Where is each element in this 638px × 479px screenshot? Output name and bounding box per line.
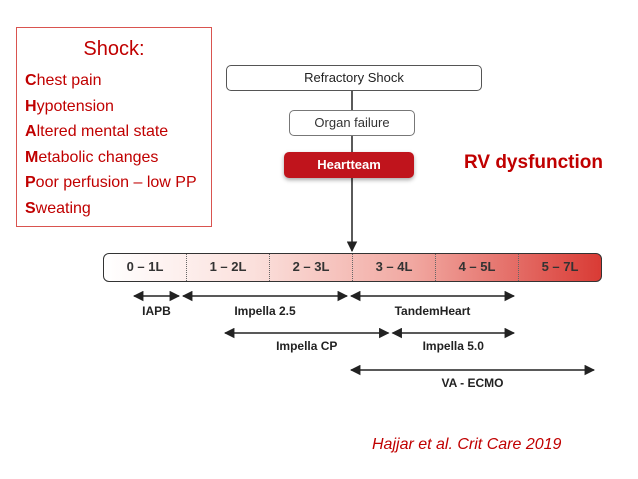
flow-segment: 5 – 7L xyxy=(541,259,579,274)
organ-failure-box: Organ failure xyxy=(289,110,415,136)
shock-title: Shock: xyxy=(83,38,145,60)
flow-segment: 4 – 5L xyxy=(436,254,519,281)
device-label: TandemHeart xyxy=(394,304,471,318)
device-label: Impella CP xyxy=(276,339,338,353)
shock-criteria-list: Chest pain Hypotension Altered mental st… xyxy=(25,68,197,221)
flow-scale-bar: 0 – 1L 1 – 2L 2 – 3L 3 – 4L 4 – 5L 5 – 7… xyxy=(103,253,602,282)
criterion-item: Chest pain xyxy=(25,72,102,89)
heartteam-box: Heartteam xyxy=(284,152,414,178)
device-arrows xyxy=(132,290,596,376)
device-label: VA - ECMO xyxy=(441,376,504,390)
flow-segment: 2 – 3L xyxy=(270,254,353,281)
flow-segment: 3 – 4L xyxy=(353,254,436,281)
device-label: Impella 2.5 xyxy=(234,304,296,318)
citation: Hajjar et al. Crit Care 2019 xyxy=(372,436,562,453)
criterion-item: Metabolic changes xyxy=(25,148,159,166)
shock-criteria-box: Shock: Chest pain Hypotension Altered me… xyxy=(16,27,212,227)
device-label: IAPB xyxy=(142,304,171,318)
criterion-item: Hypotension xyxy=(25,97,114,115)
device-label: Impella 5.0 xyxy=(422,339,484,353)
refractory-shock-box: Refractory Shock xyxy=(226,65,482,91)
flow-segment: 0 – 1L xyxy=(104,254,187,281)
rv-dysfunction-label: RV dysfunction xyxy=(464,152,603,173)
flow-segment: 1 – 2L xyxy=(187,254,270,281)
criterion-item: Sweating xyxy=(25,199,91,217)
criterion-item: Altered mental state xyxy=(25,123,169,140)
criterion-item: Poor perfusion – low PP xyxy=(25,174,197,191)
